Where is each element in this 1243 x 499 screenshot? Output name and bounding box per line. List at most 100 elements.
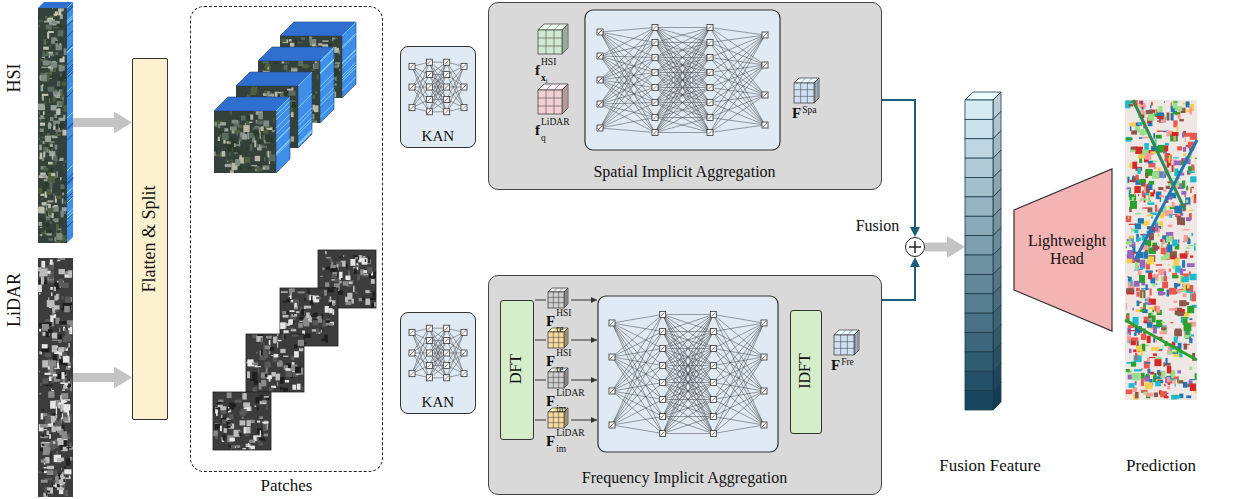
texture-patch — [41, 58, 44, 59]
unit-mark — [462, 105, 466, 109]
texture-patch — [53, 27, 59, 28]
texture-patch — [48, 162, 53, 165]
spectral-band — [276, 140, 290, 154]
texture-patch — [268, 154, 275, 161]
texture-patch — [51, 271, 54, 276]
texture-patch — [46, 204, 48, 210]
texture-patch — [241, 416, 243, 418]
cube-grid — [806, 83, 807, 103]
texture-patch — [256, 120, 263, 124]
cube-grid — [538, 105, 562, 106]
cube-grid — [538, 37, 562, 38]
texture-patch — [267, 150, 269, 157]
texture-patch — [355, 265, 360, 267]
texture-patch — [218, 399, 223, 401]
unit-mark — [653, 55, 657, 59]
texture-patch — [256, 420, 259, 422]
texture-patch — [234, 399, 241, 402]
texture-patch — [62, 296, 64, 299]
texture-patch — [369, 297, 375, 299]
texture-patch — [53, 120, 60, 124]
network-unit — [652, 39, 658, 45]
texture-patch — [41, 261, 45, 268]
texture-patch — [290, 136, 294, 141]
spectral-band — [67, 208, 73, 214]
texture-patch — [38, 222, 42, 226]
texture-patch — [59, 269, 65, 274]
texture-patch — [48, 87, 55, 92]
texture-patch — [45, 222, 49, 228]
texture-patch — [332, 303, 334, 306]
texture-patch — [64, 328, 66, 331]
texture-patch — [47, 277, 54, 281]
unit-mark — [427, 72, 431, 76]
texture-patch — [247, 418, 248, 419]
texture-patch — [262, 421, 269, 423]
texture-patch — [289, 310, 294, 312]
texture-patch — [266, 425, 267, 430]
network-unit — [707, 24, 713, 30]
texture-patch — [353, 268, 356, 273]
texture-patch — [48, 173, 51, 177]
texture-patch — [48, 122, 51, 128]
cube-grid — [545, 90, 546, 114]
spectral-band — [298, 93, 312, 107]
texture-patch — [280, 377, 284, 383]
texture-patch — [64, 336, 72, 342]
texture-patch — [243, 427, 246, 433]
texture-patch — [279, 360, 282, 364]
network-unit — [652, 54, 658, 60]
network-link — [710, 35, 765, 58]
texture-patch — [55, 145, 58, 150]
unit-mark — [427, 326, 431, 330]
network-link — [429, 62, 446, 99]
texture-patch — [65, 330, 69, 336]
texture-patch — [287, 88, 293, 90]
cube-side — [562, 24, 568, 54]
texture-patch — [258, 382, 261, 389]
texture-patch — [366, 267, 371, 273]
network-unit — [652, 99, 658, 105]
texture-patch — [51, 97, 55, 102]
texture-patch — [59, 101, 60, 105]
flow-arrow — [73, 373, 114, 382]
texture-patch — [311, 68, 315, 70]
texture-patch — [41, 67, 48, 68]
texture-patch — [48, 204, 51, 209]
spectral-band — [67, 86, 73, 92]
texture-patch — [256, 167, 262, 170]
texture-patch — [56, 294, 59, 299]
texture-patch — [57, 228, 62, 234]
texture-patch — [49, 168, 54, 171]
texture-patch — [60, 177, 62, 180]
texture-patch — [53, 354, 58, 360]
spectral-band — [67, 221, 73, 227]
texture-patch — [55, 426, 61, 430]
network-link — [612, 425, 663, 434]
texture-patch — [325, 322, 332, 325]
texture-patch — [281, 61, 284, 63]
texture-patch — [45, 136, 51, 142]
texture-patch — [328, 43, 332, 45]
box-label: Flatten & Split — [140, 185, 160, 292]
network-link — [612, 323, 663, 366]
network-link — [710, 27, 765, 95]
texture-patch — [38, 207, 44, 214]
network-link — [612, 314, 663, 323]
texture-patch — [51, 292, 52, 296]
texture-patch — [44, 39, 46, 45]
texture-patch — [68, 270, 72, 276]
unit-mark — [708, 85, 712, 89]
texture-patch — [45, 16, 47, 18]
texture-patch — [50, 182, 53, 188]
network-link — [655, 42, 710, 132]
texture-patch — [64, 469, 71, 474]
texture-patch — [214, 146, 217, 152]
texture-patch — [213, 406, 214, 412]
texture-patch — [68, 343, 69, 347]
texture-patch — [64, 466, 66, 468]
texture-patch — [302, 386, 303, 390]
network-link — [600, 27, 655, 32]
texture-patch — [38, 25, 40, 27]
unit-mark — [653, 115, 657, 119]
